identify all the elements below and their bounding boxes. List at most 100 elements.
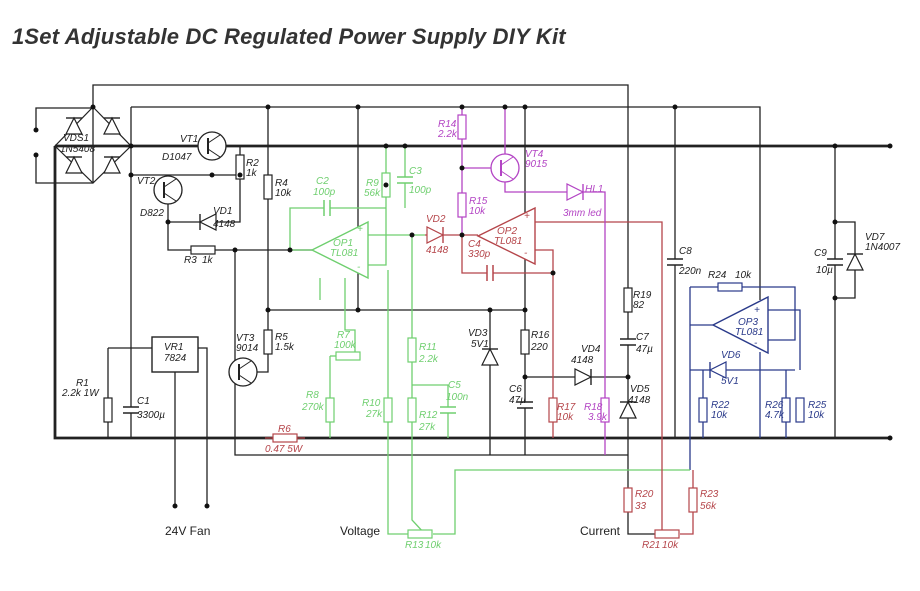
- bridge-diode: [103, 116, 121, 135]
- label-c6-value: 47µ: [509, 395, 526, 406]
- diode-body: [65, 116, 83, 135]
- resistor-r19: [623, 287, 633, 313]
- label-r12-ref: R12: [419, 410, 438, 421]
- label-r17-value: 10k: [557, 412, 574, 423]
- junction-dot: [502, 104, 508, 110]
- label-r3-ref: R3: [184, 255, 197, 266]
- label-r15-value: 10k: [469, 206, 486, 217]
- page-title: 1Set Adjustable DC Regulated Power Suppl…: [12, 24, 566, 49]
- label-r20-ref: R20: [635, 489, 654, 500]
- label-c2-ref: C2: [316, 176, 329, 187]
- label-r17-ref: R17: [557, 402, 576, 413]
- label-r25-value: 10k: [808, 410, 825, 421]
- transistor-emitter: [207, 148, 221, 158]
- capacitor-c3: [396, 176, 414, 184]
- label-r16-value: 220: [530, 342, 548, 353]
- wire: [535, 249, 554, 438]
- wire: [461, 235, 553, 274]
- transistor-emitter: [238, 374, 252, 384]
- label-vr1-ref: VR1: [164, 342, 183, 353]
- junction-dot: [887, 435, 893, 441]
- label-vds1-value: 1N5408: [60, 144, 95, 155]
- bridge-diode: [65, 116, 83, 135]
- potentiometer-r21: [654, 529, 680, 539]
- label-c8-value: 220n: [678, 266, 702, 277]
- label-r14-ref: R14: [438, 119, 457, 130]
- junction-dot: [409, 232, 415, 238]
- capacitor-c1: [122, 406, 140, 414]
- potentiometer-r13: [407, 529, 433, 539]
- label-vd3-value: 5V1: [471, 339, 489, 350]
- bridge-diode: [103, 155, 121, 174]
- diode-body: [198, 213, 217, 231]
- zener-vd3: [481, 347, 499, 366]
- cap-gap: [396, 177, 414, 183]
- diode-body: [708, 361, 727, 379]
- junction-dot: [355, 307, 361, 313]
- cap-gap: [516, 402, 534, 408]
- label-r24-ref: R24: [708, 270, 727, 281]
- transistor-emitter: [500, 170, 514, 180]
- label-r23-ref: R23: [700, 489, 719, 500]
- label-vt2-value: D822: [140, 208, 164, 219]
- label-r3-value: 1k: [202, 255, 214, 266]
- cap-gap: [324, 199, 330, 217]
- resistor-r17: [548, 397, 558, 423]
- diode-vd2: [426, 226, 445, 244]
- label-r6-value: 0.47 5W: [265, 444, 304, 455]
- label-c9-ref: C9: [814, 248, 827, 259]
- label-vd5-ref: VD5: [630, 384, 650, 395]
- label-r26-value: 4.7k: [765, 410, 785, 421]
- led-hl1: [566, 183, 585, 201]
- junction-dot: [522, 374, 528, 380]
- transistor-collector: [207, 134, 221, 144]
- transistor-vt1: [197, 131, 227, 161]
- resistor-r24: [717, 282, 743, 292]
- diode-vd5: [619, 400, 637, 419]
- label-vd4-value: 4148: [571, 355, 594, 366]
- label-vt4-value: 9015: [525, 159, 548, 170]
- junction-dot: [672, 104, 678, 110]
- label-r13-value: 10k: [425, 540, 442, 551]
- junction-dot: [887, 143, 893, 149]
- resistor-r2: [235, 154, 245, 180]
- diode-body: [481, 347, 499, 366]
- capacitor-c7: [619, 338, 637, 346]
- diode-body: [574, 368, 593, 386]
- label-hl1-ref: HL1: [585, 184, 603, 195]
- wire: [504, 180, 606, 455]
- wire: [412, 384, 449, 438]
- wire: [344, 278, 356, 356]
- label-r19-ref: R19: [633, 290, 652, 301]
- transistor-vt4: [490, 153, 520, 183]
- label-c5-ref: C5: [448, 380, 461, 391]
- junction-dot: [383, 182, 389, 188]
- label-r9-value: 56k: [364, 188, 381, 199]
- label-vt3-value: 9014: [236, 343, 259, 354]
- junction-dot: [522, 104, 528, 110]
- junction-dot: [487, 307, 493, 313]
- resistor-r15: [457, 192, 467, 218]
- diode-vd4: [574, 368, 593, 386]
- label-op1-ref: OP1: [333, 238, 353, 249]
- label-op2-ref: OP2: [497, 226, 517, 237]
- wire: [411, 235, 426, 535]
- label-c2-value: 100p: [313, 187, 336, 198]
- resistor-r16: [520, 329, 530, 355]
- junction-dot: [459, 232, 465, 238]
- label-vr1-value: 7824: [164, 353, 187, 364]
- label-r10-value: 27k: [365, 409, 383, 420]
- wire: [289, 207, 386, 251]
- label-vd1-value: 4148: [213, 219, 236, 230]
- label-r13-ref: R13: [405, 540, 424, 551]
- label-c7-ref: C7: [636, 332, 649, 343]
- resistor-r22: [698, 397, 708, 423]
- wire: [167, 222, 312, 251]
- wire: [35, 84, 629, 500]
- cap-gap: [666, 259, 684, 265]
- label-vd3-ref: VD3: [468, 328, 488, 339]
- junction-dot: [172, 503, 178, 509]
- opamp-op1: [310, 220, 369, 280]
- junction-dot: [33, 127, 39, 133]
